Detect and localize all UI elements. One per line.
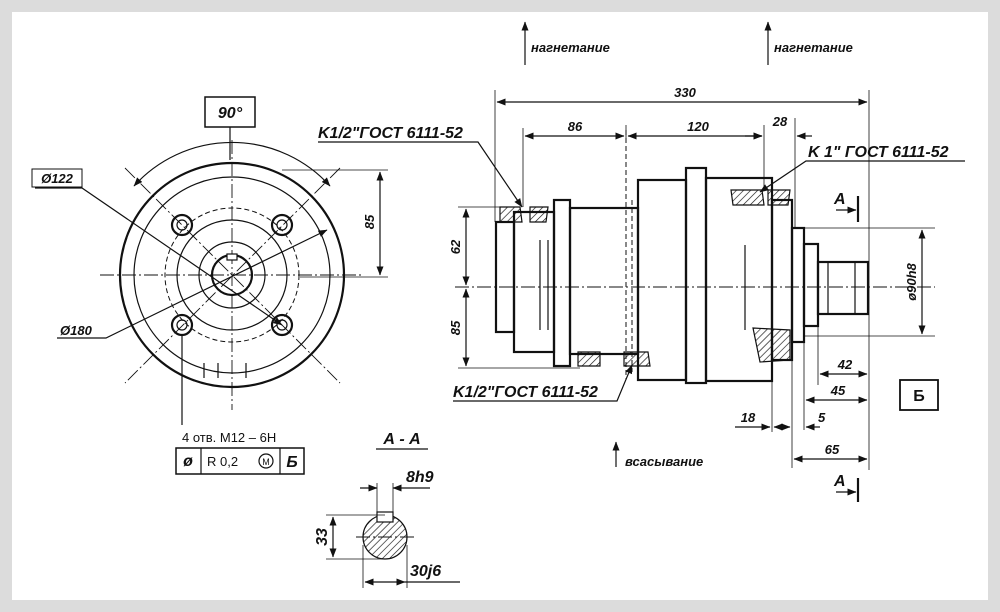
dim-85-side: 85 xyxy=(448,320,463,335)
key-width: 8h9 xyxy=(406,469,434,486)
dim-86: 86 xyxy=(568,119,583,134)
drawing-sheet: 90° 85 Ø122 Ø180 4 отв. М12 – 6Н ø R 0,2… xyxy=(12,12,988,600)
port-top-left: K1/2"ГОСТ 6111-52 xyxy=(318,125,463,142)
section-mark-top: А xyxy=(833,191,846,208)
hub-inner xyxy=(198,241,266,309)
angle-label: 90° xyxy=(218,105,243,122)
tolerance-frame: ø R 0,2 М Б xyxy=(175,447,305,475)
dim-42: 42 xyxy=(837,357,853,372)
pcd-leader xyxy=(35,187,283,326)
dim85-front: 85 xyxy=(362,214,377,229)
holes-label: 4 отв. М12 – 6Н xyxy=(182,430,276,445)
port-bottom-leader xyxy=(453,364,633,402)
flange-dia-label: Ø180 xyxy=(60,323,93,338)
port-top-left-leader xyxy=(318,141,523,208)
discharge-label-2: нагнетание xyxy=(774,40,853,55)
tol-value: R 0,2 xyxy=(207,454,238,469)
port-right: K 1" ГОСТ 6111-52 xyxy=(808,144,949,161)
datum-box xyxy=(899,379,939,411)
dim-18: 18 xyxy=(741,410,756,425)
flange-dia-leader xyxy=(57,229,328,339)
section-mark-bottom: А xyxy=(833,473,846,490)
dim-330: 330 xyxy=(674,85,696,100)
shaft-dia-90: ø90h8 xyxy=(904,262,919,300)
port-bottom: K1/2"ГОСТ 6111-52 xyxy=(453,384,598,401)
flange-rim xyxy=(133,176,331,374)
front-view: 90° 85 Ø122 Ø180 4 отв. М12 – 6Н ø R 0,2… xyxy=(31,96,388,475)
shaft-section-dia: 30j6 xyxy=(410,563,441,580)
section-title: А - А xyxy=(382,431,420,448)
suction-label: всасывание xyxy=(625,454,703,469)
dim-62: 62 xyxy=(448,239,463,254)
flange-ticks xyxy=(203,363,247,378)
tol-modifier: М xyxy=(262,457,270,467)
port-right-leader xyxy=(759,160,965,193)
diagonal-centerlines xyxy=(124,167,341,384)
side-view: нагнетание нагнетание всасывание 330 86 … xyxy=(318,21,965,502)
hub-outer xyxy=(176,219,288,331)
dim-5: 5 xyxy=(818,410,826,425)
dim-65: 65 xyxy=(825,442,840,457)
keyway xyxy=(376,511,394,523)
tol-datum: Б xyxy=(286,454,297,471)
angle-arc xyxy=(133,141,331,187)
pcd-box xyxy=(31,168,83,188)
datum-label: Б xyxy=(913,388,925,405)
dim-120: 120 xyxy=(687,119,709,134)
bolt-circle xyxy=(164,207,300,343)
mounting-holes xyxy=(170,213,294,337)
dim-45: 45 xyxy=(830,383,846,398)
discharge-label-1: нагнетание xyxy=(531,40,610,55)
technical-drawing: 90° 85 Ø122 Ø180 4 отв. М12 – 6Н ø R 0,2… xyxy=(31,21,965,588)
shaft-key xyxy=(226,253,238,261)
section-aa: А - А 8h9 33 30j6 xyxy=(314,431,460,588)
section-height: 33 xyxy=(314,528,331,546)
pcd-label: Ø122 xyxy=(41,171,74,186)
angle-box xyxy=(204,96,256,128)
dim-28: 28 xyxy=(772,114,788,129)
pump-body xyxy=(494,166,870,385)
flange-outline xyxy=(118,161,346,389)
port-fittings xyxy=(499,189,791,367)
tol-symbol: ø xyxy=(183,453,193,470)
